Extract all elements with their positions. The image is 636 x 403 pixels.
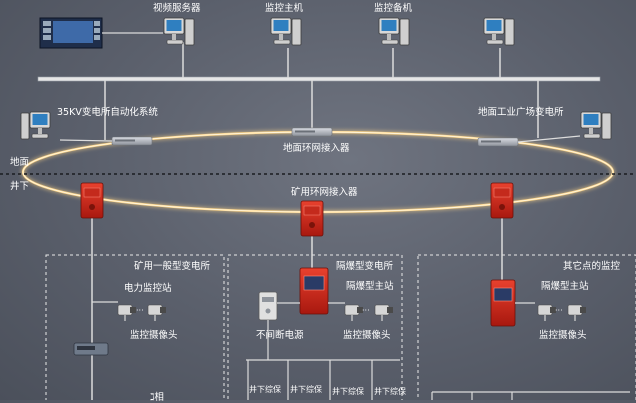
camera-dots-1: ··· — [136, 306, 144, 315]
label-box1-title: 矿用一般型变电所 — [134, 261, 211, 272]
label-branch-1: 井下综保 — [249, 385, 281, 394]
label-branch-2: 井下综保 — [290, 385, 322, 394]
label-monitor-host: 监控主机 — [265, 3, 304, 14]
label-ground-access: 地面环网接入器 — [283, 143, 350, 154]
camera-dots-3: ··· — [555, 306, 563, 315]
monitor-backup-pc-icon — [378, 17, 410, 46]
label-box2-camera: 监控摄像头 — [343, 330, 391, 341]
mine-access-unit-center — [300, 200, 324, 237]
mine-access-unit-left — [80, 182, 104, 219]
link-35kv-switch — [59, 139, 113, 142]
camera-dots-2: ··· — [362, 306, 370, 315]
ring-switch-center — [291, 127, 333, 137]
label-box1-bottom: ℷ相 — [150, 392, 164, 403]
substation-35kv-pc-icon — [20, 111, 51, 140]
camera-box2-b — [374, 304, 393, 321]
camera-box1-b — [147, 304, 166, 321]
label-video-server: 视频服务器 — [153, 3, 201, 14]
mine-access-unit-right — [490, 182, 514, 219]
camera-box1-a — [117, 304, 136, 321]
camera-box3-a — [537, 304, 556, 321]
label-monitor-backup: 监控备机 — [374, 3, 413, 14]
video-wall-display — [39, 17, 103, 49]
label-box3-title: 其它点的监控 — [563, 261, 621, 272]
explosion-main-station-center — [299, 267, 329, 315]
label-box2-main-station: 隔爆型主站 — [346, 281, 394, 292]
label-branch-4: 井下综保 — [374, 387, 406, 396]
label-ground-plaza: 地面工业广场变电所 — [478, 107, 564, 118]
label-35kv-system: 35KV变电所自动化系统 — [57, 107, 158, 118]
box-general-substation — [45, 254, 225, 400]
label-zone-ground: 地面 — [10, 157, 30, 168]
label-mine-access: 矿用环网接入器 — [291, 187, 358, 198]
label-ups: 不间断电源 — [256, 330, 304, 341]
label-box3-camera: 监控摄像头 — [539, 330, 587, 341]
label-zone-underground: 井下 — [10, 181, 30, 192]
ups-device — [258, 291, 278, 321]
camera-box3-b — [567, 304, 586, 321]
ground-plaza-pc-icon — [580, 111, 612, 140]
power-monitor-device — [73, 342, 109, 356]
label-power-station: 电力监控站 — [124, 283, 172, 294]
explosion-main-station-right — [490, 279, 516, 327]
label-branch-3: 井下综保 — [332, 387, 364, 396]
label-box3-main-station: 隔爆型主站 — [541, 281, 589, 292]
ring-switch-left — [111, 136, 153, 146]
label-box2-title: 隔爆型变电所 — [336, 261, 394, 272]
extra-pc-icon — [483, 17, 515, 46]
label-box1-camera: 监控摄像头 — [130, 330, 178, 341]
video-server-pc-icon — [163, 17, 195, 46]
top-bus-line — [37, 76, 601, 82]
link-plaza-switch — [517, 135, 581, 143]
box-explosion-substation — [227, 254, 403, 400]
camera-box2-a — [344, 304, 363, 321]
box-other-monitoring — [417, 254, 636, 400]
monitor-host-pc-icon — [270, 17, 302, 46]
ring-switch-right — [477, 137, 519, 147]
